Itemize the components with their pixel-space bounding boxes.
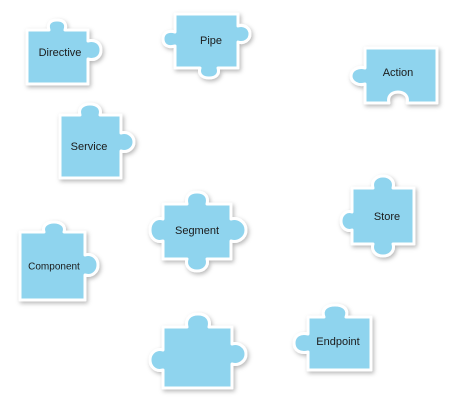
piece-label-component: Component — [28, 262, 80, 273]
puzzle-piece-component: Component — [18, 220, 100, 302]
puzzle-piece-segment: Segment — [148, 190, 248, 273]
piece-label-service: Service — [71, 141, 108, 153]
piece-label-directive: Directive — [39, 47, 82, 59]
puzzle-piece-unlabeled — [148, 312, 248, 390]
piece-label-action: Action — [383, 67, 414, 79]
puzzle-piece-service: Service — [58, 102, 136, 180]
puzzle-piece-pipe: Pipe — [161, 12, 252, 80]
puzzle-piece-endpoint: Endpoint — [292, 303, 373, 372]
piece-label-pipe: Pipe — [200, 35, 222, 47]
puzzle-piece-store: Store — [339, 174, 416, 258]
piece-label-segment: Segment — [175, 225, 219, 237]
piece-label-endpoint: Endpoint — [316, 336, 359, 348]
piece-label-store: Store — [374, 211, 400, 223]
puzzle-piece-directive: Directive — [25, 18, 103, 86]
puzzle-piece-action: Action — [349, 46, 439, 105]
